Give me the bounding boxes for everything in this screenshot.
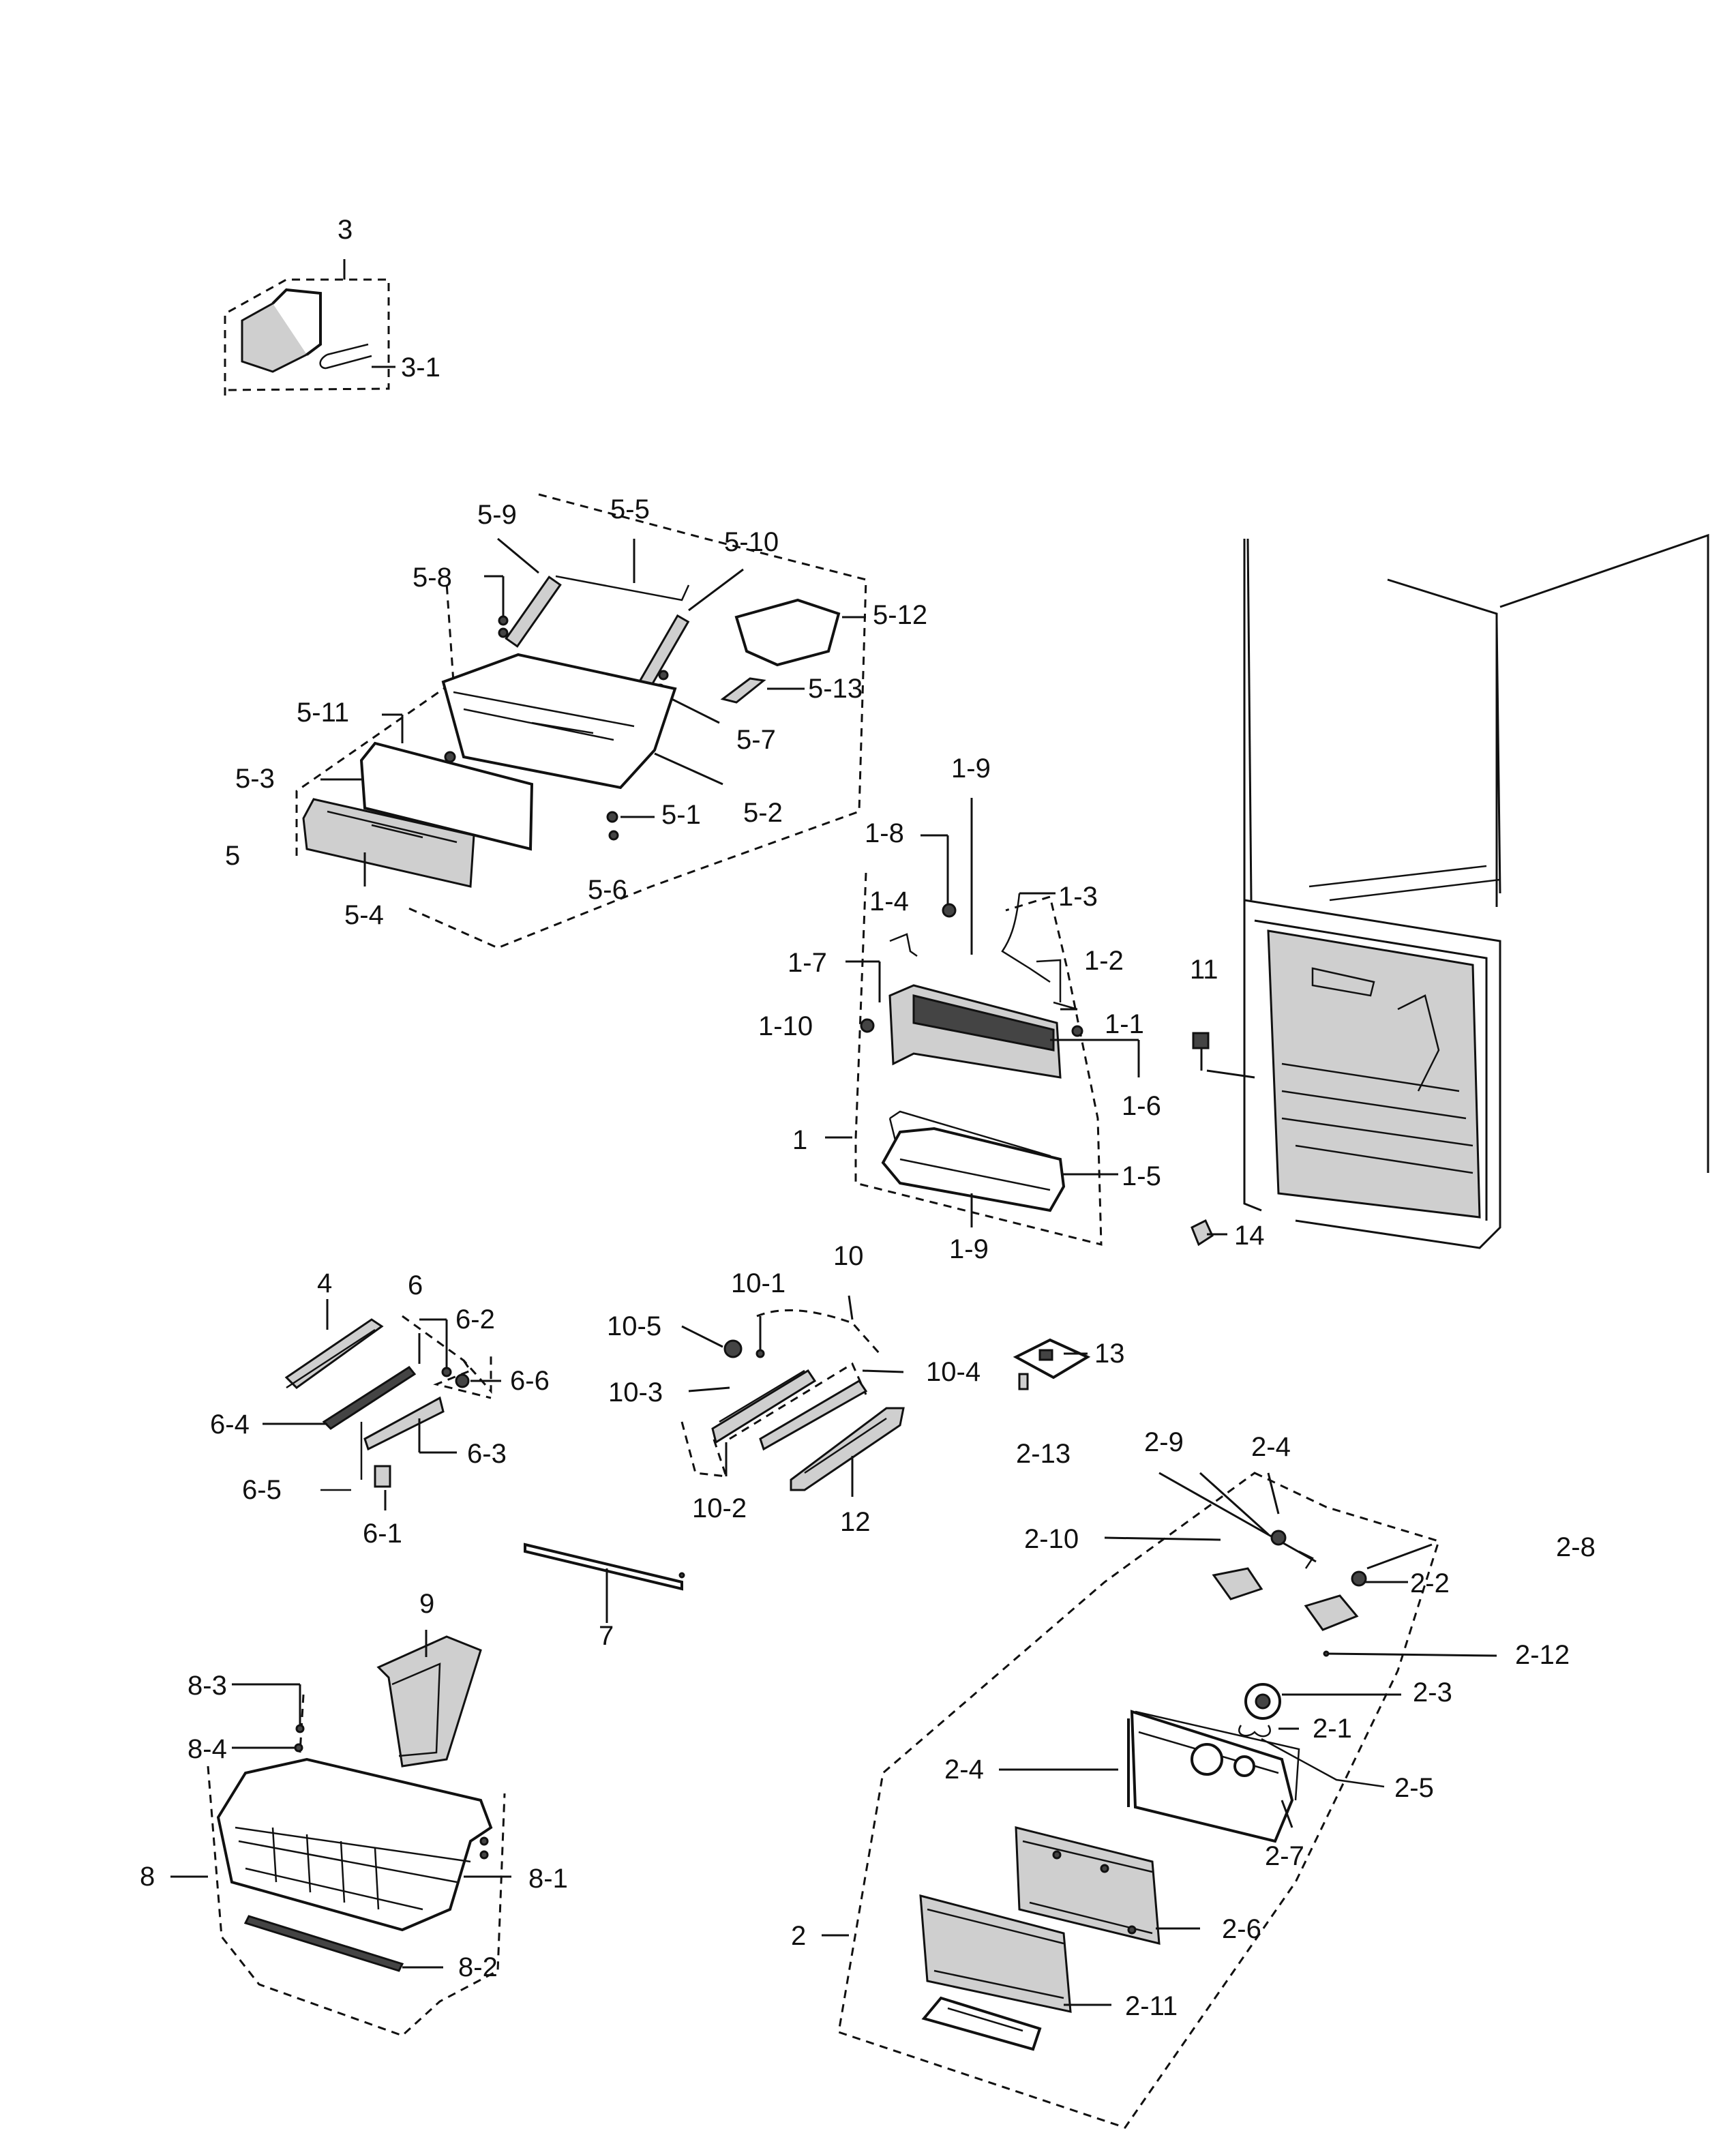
label-10-4: 10-4 [926,1357,981,1387]
label-5-7: 5-7 [736,725,776,755]
label-6-1: 6-1 [363,1519,402,1549]
label-1-10: 1-10 [758,1011,813,1041]
group-6 [263,1299,501,1510]
label-2-3: 2-3 [1413,1678,1452,1708]
label-5-8: 5-8 [413,563,452,593]
label-1-6: 1-6 [1122,1091,1161,1121]
label-4: 4 [317,1268,332,1298]
label-14: 14 [1234,1221,1265,1251]
label-5-10: 5-10 [724,527,779,557]
label-2-9: 2-9 [1144,1427,1184,1457]
label-8-3: 8-3 [188,1671,227,1701]
label-3-1: 3-1 [401,353,440,383]
label-8-4: 8-4 [188,1734,227,1764]
label-6-5: 6-5 [242,1475,282,1505]
label-2-8: 2-8 [1556,1532,1596,1562]
label-8-1: 8-1 [528,1864,568,1894]
label-11: 11 [1190,955,1218,985]
label-5-2: 5-2 [743,798,783,828]
label-2-13: 2-13 [1016,1439,1071,1469]
label-2-1: 2-1 [1313,1714,1352,1744]
label-1-1: 1-1 [1105,1009,1144,1039]
label-1-8: 1-8 [865,818,904,848]
label-2-5: 2-5 [1394,1773,1434,1803]
label-2-7: 2-7 [1265,1841,1304,1871]
label-1-4: 1-4 [869,886,909,917]
label-10-3: 10-3 [608,1377,663,1407]
label-1-7: 1-7 [788,948,827,978]
label-5-13: 5-13 [808,674,863,704]
label-5-9: 5-9 [477,500,517,530]
label-6-6: 6-6 [510,1366,550,1396]
label-1-3: 1-3 [1058,882,1098,912]
label-7: 7 [599,1621,614,1651]
label-3: 3 [338,215,353,245]
label-10-2: 10-2 [692,1493,747,1523]
label-2-4-bottom: 2-4 [944,1755,984,1785]
label-2-11: 2-11 [1125,1991,1178,2021]
group-5-freezer-drawer [295,493,867,949]
label-5: 5 [225,841,240,871]
label-5-11: 5-11 [297,698,349,728]
label-9: 9 [419,1589,434,1619]
label-8-2: 8-2 [458,1952,498,1982]
label-10-5: 10-5 [607,1311,661,1341]
label-1-9-top: 1-9 [951,754,991,784]
label-10-1: 10-1 [731,1268,785,1298]
label-5-4: 5-4 [344,900,384,930]
group-1-evaporator [825,798,1140,1246]
label-5-1: 5-1 [661,800,701,830]
label-2-10: 2-10 [1024,1524,1079,1554]
label-2-2: 2-2 [1410,1568,1450,1598]
label-13: 13 [1094,1339,1125,1369]
label-6-2: 6-2 [455,1305,495,1335]
group-8-basket [170,1630,511,2037]
label-2-6: 2-6 [1222,1914,1261,1944]
label-2-12: 2-12 [1515,1640,1570,1670]
label-6-4: 6-4 [210,1410,250,1440]
label-6: 6 [408,1270,423,1300]
label-8: 8 [140,1862,155,1892]
label-1: 1 [792,1125,807,1155]
label-5-6: 5-6 [588,875,627,905]
group-10 [680,1295,1091,1497]
label-2-4-top: 2-4 [1251,1432,1291,1462]
label-12: 12 [840,1507,871,1537]
label-10: 10 [833,1241,864,1271]
label-2: 2 [791,1921,806,1951]
label-1-2: 1-2 [1084,946,1124,976]
label-6-3: 6-3 [467,1439,507,1469]
part-7 [524,1543,685,1623]
label-5-3: 5-3 [235,764,275,794]
callout-labels: 3 3-1 5-9 5-5 5-10 5-8 5-12 5-13 5-11 5-… [140,215,1596,2021]
label-5-5: 5-5 [610,494,650,524]
label-5-12: 5-12 [873,600,927,630]
group-3-ice-maker [224,259,395,396]
label-1-9-bottom: 1-9 [949,1234,989,1264]
group-2-fan-assembly [822,1472,1497,2129]
refrigerator-cabinet [1191,533,1709,1249]
label-1-5: 1-5 [1122,1161,1161,1191]
